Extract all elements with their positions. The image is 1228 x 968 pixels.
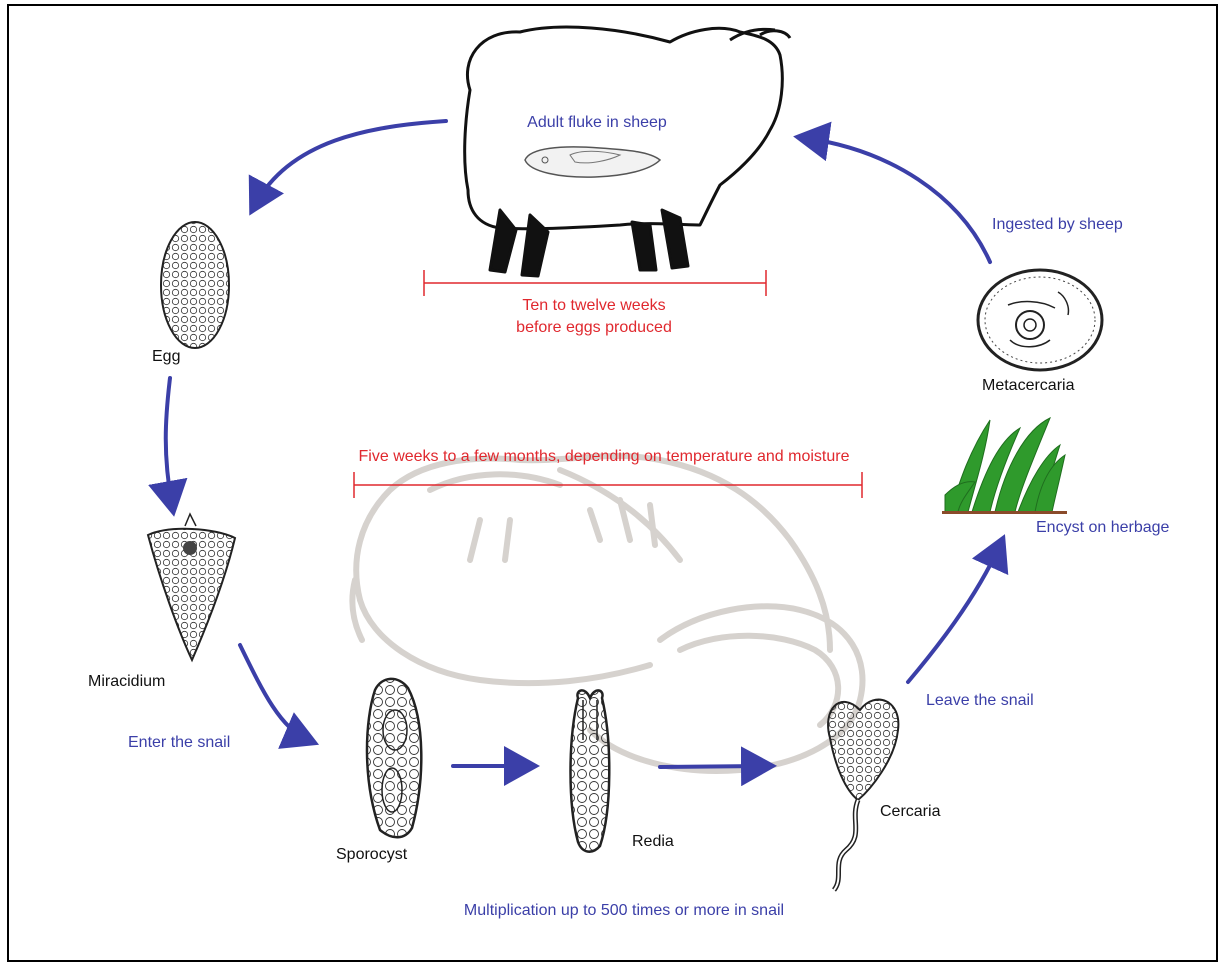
arrow-cercaria-to-herbage bbox=[908, 545, 1000, 682]
redia-illustration bbox=[571, 690, 610, 851]
arrow-sheep-to-egg bbox=[255, 121, 446, 205]
metacercaria-illustration bbox=[978, 270, 1102, 370]
sheep-timeline-line1: Ten to twelve weeks bbox=[522, 296, 665, 316]
label-sporocyst: Sporocyst bbox=[336, 845, 407, 865]
miracidium-illustration bbox=[148, 514, 235, 660]
label-ingested-by-sheep: Ingested by sheep bbox=[992, 215, 1123, 235]
arrow-miracidium-to-sporocyst bbox=[240, 645, 308, 740]
grass-illustration bbox=[942, 418, 1067, 514]
label-enter-snail: Enter the snail bbox=[128, 733, 230, 753]
sheep-timeline-line2: before eggs produced bbox=[516, 318, 672, 338]
label-leave-snail: Leave the snail bbox=[926, 691, 1034, 711]
label-multiplication: Multiplication up to 500 times or more i… bbox=[464, 901, 784, 921]
label-encyst-herbage: Encyst on herbage bbox=[1036, 518, 1169, 538]
egg-illustration bbox=[161, 222, 229, 348]
label-metacercaria: Metacercaria bbox=[982, 376, 1074, 396]
label-adult-fluke: Adult fluke in sheep bbox=[527, 113, 667, 133]
arrow-metacercaria-to-sheep bbox=[805, 138, 990, 262]
label-redia: Redia bbox=[632, 832, 674, 852]
label-cercaria: Cercaria bbox=[880, 802, 940, 822]
arrow-redia-to-cercaria bbox=[660, 766, 765, 767]
sheep-timeline bbox=[424, 270, 766, 296]
arrow-egg-to-miracidium bbox=[166, 378, 172, 505]
label-miracidium: Miracidium bbox=[88, 672, 165, 692]
sporocyst-illustration bbox=[367, 679, 421, 837]
label-egg: Egg bbox=[152, 347, 180, 367]
cercaria-illustration bbox=[828, 700, 898, 890]
snail-timeline-label: Five weeks to a few months, depending on… bbox=[359, 447, 850, 467]
